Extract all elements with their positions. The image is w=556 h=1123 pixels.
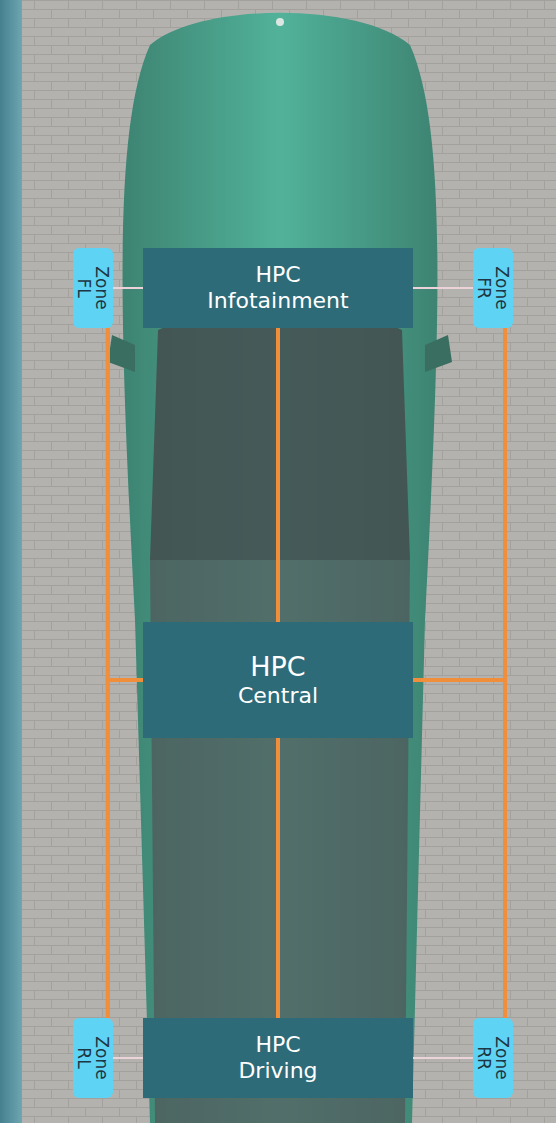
zone-label: RL	[75, 1047, 93, 1068]
backbone-link	[276, 738, 280, 1018]
rotated-label: ZoneFR	[473, 248, 513, 328]
hpc-role: Central	[238, 683, 318, 709]
hpc-box: HPCInfotainment	[143, 248, 413, 328]
hpc-role: Infotainment	[207, 288, 348, 314]
zone-label: Zone	[93, 266, 111, 309]
backbone-link	[108, 680, 143, 1018]
zone-label: FL	[75, 278, 93, 297]
rotated-label: ZoneFL	[73, 248, 113, 328]
rotated-label: ZoneRR	[473, 1018, 513, 1098]
zone-link	[113, 1057, 143, 1059]
zone-box: ZoneRL	[73, 1018, 113, 1098]
zone-link	[113, 287, 143, 289]
zone-label: Zone	[93, 1036, 111, 1079]
zone-link	[413, 287, 473, 289]
backbone-link	[108, 328, 143, 680]
hpc-title: HPC	[255, 262, 300, 288]
hpc-box: HPCCentral	[143, 622, 413, 738]
hpc-box: HPCDriving	[143, 1018, 413, 1098]
zone-label: Zone	[493, 1036, 511, 1079]
backbone-link	[413, 328, 505, 680]
backbone-link	[413, 680, 505, 1018]
zone-label: RR	[475, 1046, 493, 1070]
zone-label: Zone	[493, 266, 511, 309]
rotated-label: ZoneRL	[73, 1018, 113, 1098]
zone-box: ZoneFR	[473, 248, 513, 328]
zone-box: ZoneFL	[73, 248, 113, 328]
hpc-role: Driving	[238, 1058, 317, 1084]
backbone-link	[276, 328, 280, 622]
hpc-title: HPC	[255, 1032, 300, 1058]
zone-box: ZoneRR	[473, 1018, 513, 1098]
hpc-title: HPC	[250, 651, 305, 683]
zone-label: FR	[475, 277, 493, 299]
zone-link	[413, 1057, 473, 1059]
